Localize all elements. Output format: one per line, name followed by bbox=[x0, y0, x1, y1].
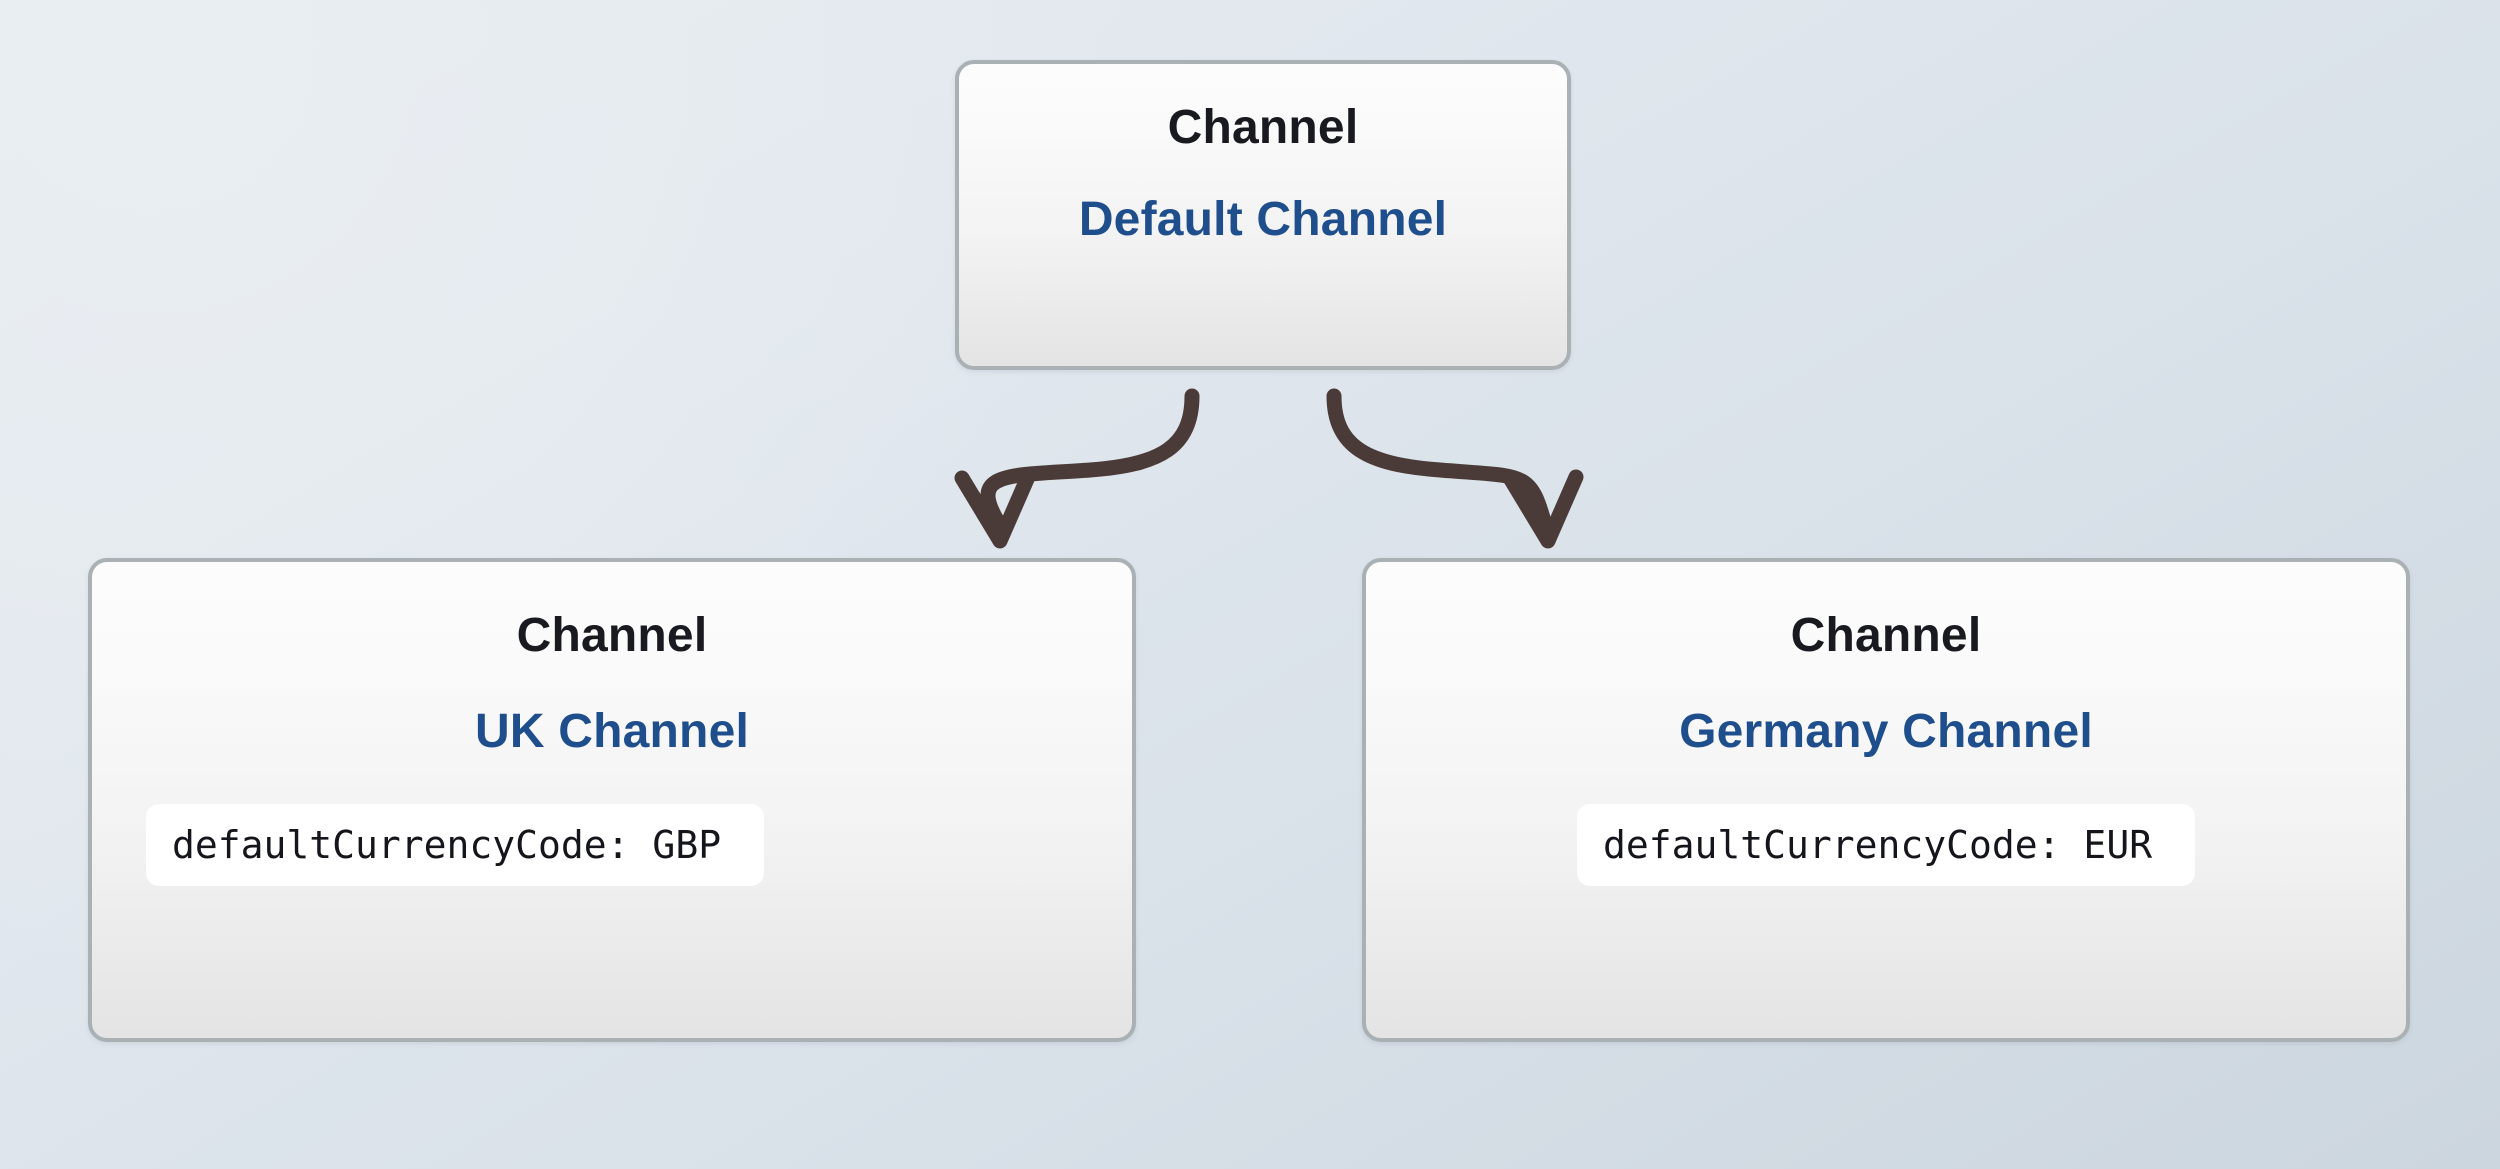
node-card-uk-channel[interactable]: Channel UK Channel defaultCurrencyCode: … bbox=[88, 558, 1136, 1042]
node-name-label: Default Channel bbox=[1078, 193, 1448, 246]
edge-root-to-uk bbox=[954, 388, 1200, 549]
edge-root-to-de-arrowhead bbox=[1502, 469, 1584, 549]
node-type-label: Channel bbox=[1790, 609, 1982, 662]
node-name-label: UK Channel bbox=[474, 705, 749, 758]
edge-root-to-uk-arrowhead bbox=[954, 469, 1036, 549]
node-property-default-currency-code: defaultCurrencyCode: GBP bbox=[146, 804, 764, 886]
node-type-label: Channel bbox=[516, 609, 708, 662]
node-card-germany-channel[interactable]: Channel Germany Channel defaultCurrencyC… bbox=[1362, 558, 2410, 1042]
node-property-default-currency-code: defaultCurrencyCode: EUR bbox=[1577, 804, 2195, 886]
edge-root-to-de bbox=[1326, 388, 1584, 549]
node-type-label: Channel bbox=[1167, 101, 1359, 154]
edge-root-to-de-path bbox=[1326, 388, 1553, 533]
node-card-default-channel[interactable]: Channel Default Channel bbox=[955, 60, 1571, 370]
edge-root-to-uk-path bbox=[980, 388, 1200, 533]
node-name-label: Germany Channel bbox=[1679, 705, 2093, 758]
